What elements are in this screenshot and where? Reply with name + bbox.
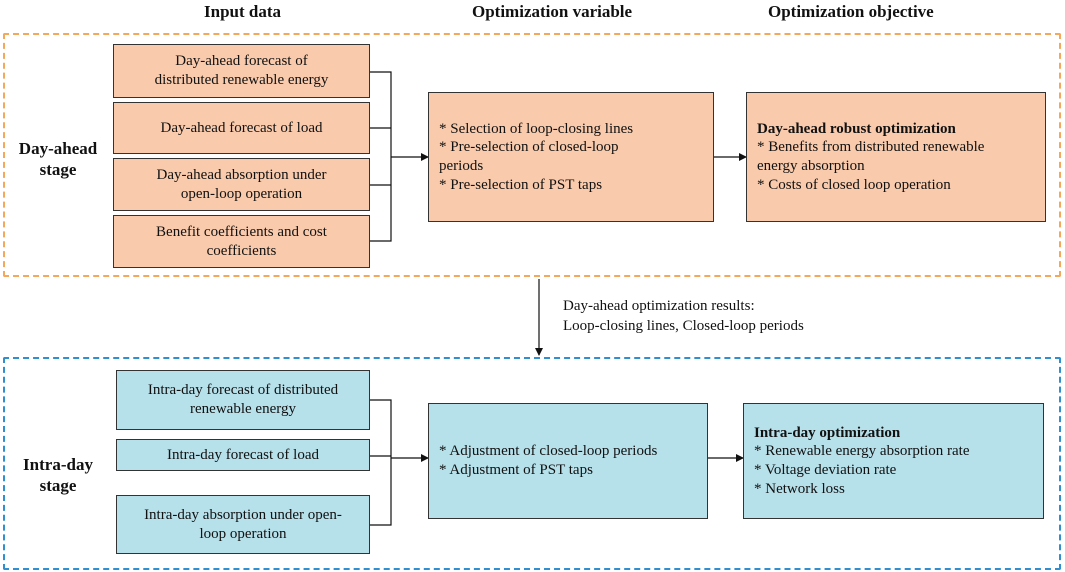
day-ahead-optimization-variables: * Selection of loop-closing lines * Pre-… <box>428 92 714 222</box>
day-ahead-objective-title: Day-ahead robust optimization <box>757 120 956 137</box>
intra-day-stage-frame <box>3 357 1061 570</box>
intra-day-input-absorption: Intra-day absorption under open-loop ope… <box>116 495 370 554</box>
header-optimization-variable: Optimization variable <box>472 2 633 21</box>
intra-day-objective-title: Intra-day optimization <box>754 424 901 441</box>
intra-day-stage-label: Intra-day stage <box>12 454 104 497</box>
intra-day-optimization-variables: * Adjustment of closed-loop periods * Ad… <box>428 403 708 519</box>
intra-day-stage-label-line1: Intra-day <box>23 455 93 474</box>
intra-day-stage-label-line2: stage <box>39 476 77 496</box>
day-ahead-stage-label: Day-ahead stage <box>12 138 104 181</box>
header-input-data: Input data <box>204 2 282 21</box>
intra-day-input-load-forecast: Intra-day forecast of load <box>116 439 370 471</box>
day-ahead-input-load-forecast: Day-ahead forecast of load <box>113 102 370 154</box>
transfer-annotation: Day-ahead optimization results: Loop-clo… <box>563 296 804 337</box>
day-ahead-stage-label-line1: Day-ahead <box>18 139 98 158</box>
day-ahead-stage-frame <box>3 33 1061 277</box>
intra-day-optimization-objective: Intra-day optimization * Renewable energ… <box>743 403 1044 519</box>
day-ahead-stage-label-line2: stage <box>39 160 77 180</box>
day-ahead-input-bracket <box>370 71 392 242</box>
transfer-annotation-line1: Day-ahead optimization results: <box>563 298 755 314</box>
intra-day-input-bracket <box>370 399 392 526</box>
transfer-annotation-line2: Loop-closing lines, Closed-loop periods <box>563 318 804 335</box>
header-optimization-objective: Optimization objective <box>768 2 934 21</box>
day-ahead-optimization-objective: Day-ahead robust optimization * Benefits… <box>746 92 1046 222</box>
